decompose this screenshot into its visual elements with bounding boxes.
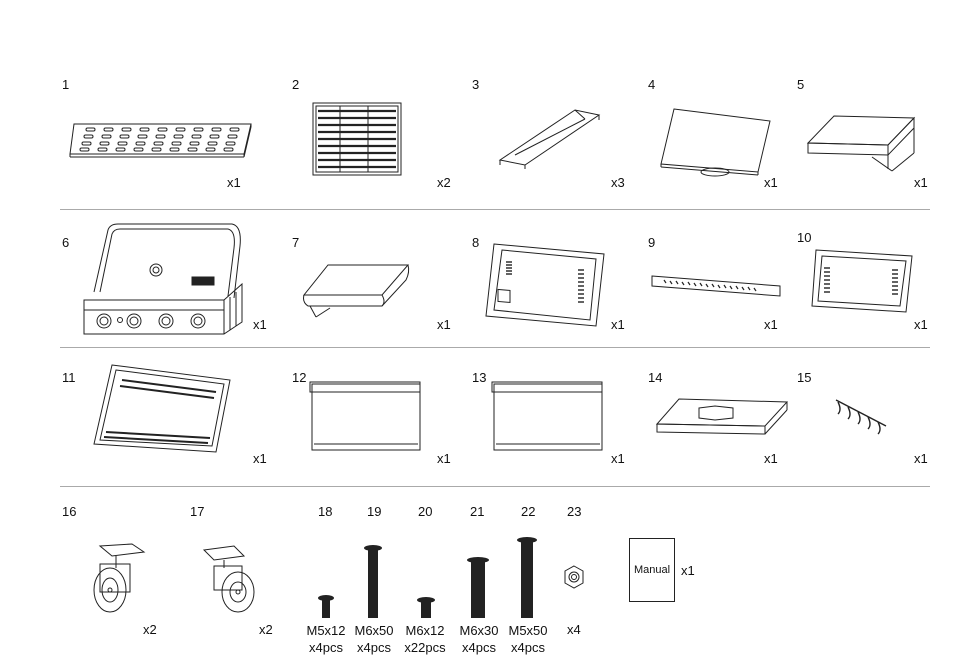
part-qty-13: x1: [611, 451, 625, 466]
part-number-21: 21: [470, 504, 485, 519]
base-plate-drawing: [655, 398, 789, 435]
row-divider-1: [60, 209, 930, 210]
part-qty-11: x1: [253, 451, 267, 466]
part-qty-4: x1: [764, 175, 778, 190]
bracket-rail-drawing: [651, 275, 781, 297]
manual-booklet: Manual: [629, 538, 675, 602]
part-qty-3: x3: [611, 175, 625, 190]
door-panel-a-drawing: [309, 381, 421, 451]
part-number-8: 8: [472, 235, 480, 250]
bolt-m6x30-drawing: [467, 557, 489, 618]
part-number-9: 9: [648, 235, 656, 250]
part-number-17: 17: [190, 504, 205, 519]
part-qty-16: x2: [143, 622, 157, 637]
grill-head-drawing: [83, 223, 243, 335]
caster-wheel-17-drawing: [202, 545, 255, 613]
part-number-1: 1: [62, 77, 70, 92]
manual-qty: x1: [681, 563, 695, 578]
part-number-7: 7: [292, 235, 300, 250]
part-number-2: 2: [292, 77, 300, 92]
door-panel-b-drawing: [491, 381, 603, 451]
part-number-5: 5: [797, 77, 805, 92]
row-divider-3: [60, 486, 930, 487]
part-qty-8: x1: [611, 317, 625, 332]
part-number-11: 11: [62, 370, 76, 385]
lid-drawing: [660, 108, 771, 177]
part-qty-15: x1: [914, 451, 928, 466]
bolt-m5x50-drawing: [517, 537, 537, 618]
part-number-22: 22: [521, 504, 536, 519]
part-number-19: 19: [367, 504, 382, 519]
part-number-20: 20: [418, 504, 433, 519]
part-number-16: 16: [62, 504, 77, 519]
part-qty-1: x1: [227, 175, 241, 190]
part-qty-9: x1: [764, 317, 778, 332]
row-divider-2: [60, 347, 930, 348]
vented-panel-drawing: [93, 364, 231, 453]
drawer-drawing: [806, 115, 916, 172]
part-number-15: 15: [797, 370, 812, 385]
cooking-grate-drawing: [312, 102, 402, 176]
part-number-4: 4: [648, 77, 656, 92]
part-qty-23: x4: [567, 622, 581, 637]
caster-wheel-16-drawing: [93, 543, 146, 613]
part-number-12: 12: [292, 370, 307, 385]
part-number-23: 23: [567, 504, 582, 519]
flame-tamer-plate-drawing: [69, 123, 252, 158]
part-qty-6: x1: [253, 317, 267, 332]
rear-panel-drawing: [485, 243, 605, 327]
part-qty-14: x1: [764, 451, 778, 466]
part-qty-2: x2: [437, 175, 451, 190]
nut-drawing: [564, 565, 584, 589]
manual-label: Manual: [633, 564, 671, 576]
bolt-m6x12-drawing: [417, 597, 435, 618]
side-shelf-drawing: [302, 264, 410, 318]
part-number-6: 6: [62, 235, 70, 250]
side-panel-drawing: [811, 249, 913, 313]
heat-tent-drawing: [498, 109, 601, 169]
part-number-3: 3: [472, 77, 480, 92]
part-number-10: 10: [797, 230, 812, 245]
part-qty-10: x1: [914, 317, 928, 332]
part-qty-5: x1: [914, 175, 928, 190]
tool-hooks-drawing: [835, 399, 887, 435]
part-number-18: 18: [318, 504, 333, 519]
part-qty-12: x1: [437, 451, 451, 466]
bolt-m5x12-drawing: [318, 595, 334, 618]
bolt-m6x50-drawing: [364, 545, 382, 618]
part-number-13: 13: [472, 370, 487, 385]
part-number-14: 14: [648, 370, 663, 385]
part-qty-17: x2: [259, 622, 273, 637]
part-qty-7: x1: [437, 317, 451, 332]
